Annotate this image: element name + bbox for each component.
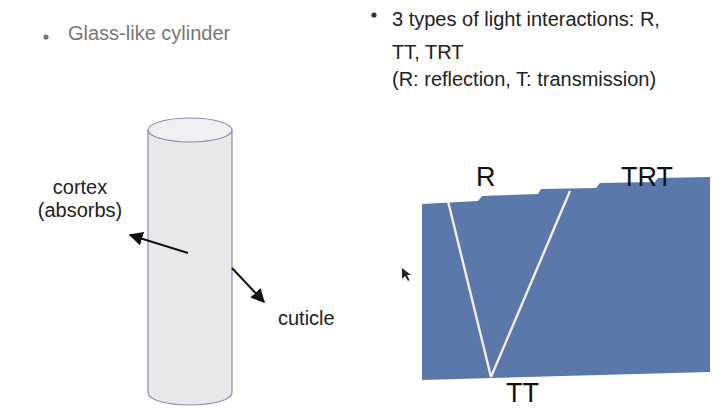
- hair-strand-section: [422, 177, 710, 380]
- bullet: [371, 12, 376, 17]
- path-label: TRT: [621, 162, 673, 193]
- bullet-text: (R: reflection, T: transmission): [392, 68, 656, 91]
- cuticle-pointer: [232, 268, 264, 302]
- bullet-text: 3 types of light interactions: R, TT, TR…: [392, 3, 682, 69]
- light-paths: [448, 191, 570, 377]
- bullet: [43, 34, 48, 39]
- part-label: cuticle: [278, 307, 335, 330]
- cortex-pointer: [130, 235, 188, 253]
- path-label: R: [476, 162, 496, 193]
- mouse-cursor: [402, 268, 411, 281]
- bullet-text: Glass-like cylinder: [68, 22, 230, 45]
- part-label: cortex (absorbs): [30, 176, 130, 222]
- path-label: TT: [506, 378, 539, 409]
- hair-cylinder: [148, 118, 232, 405]
